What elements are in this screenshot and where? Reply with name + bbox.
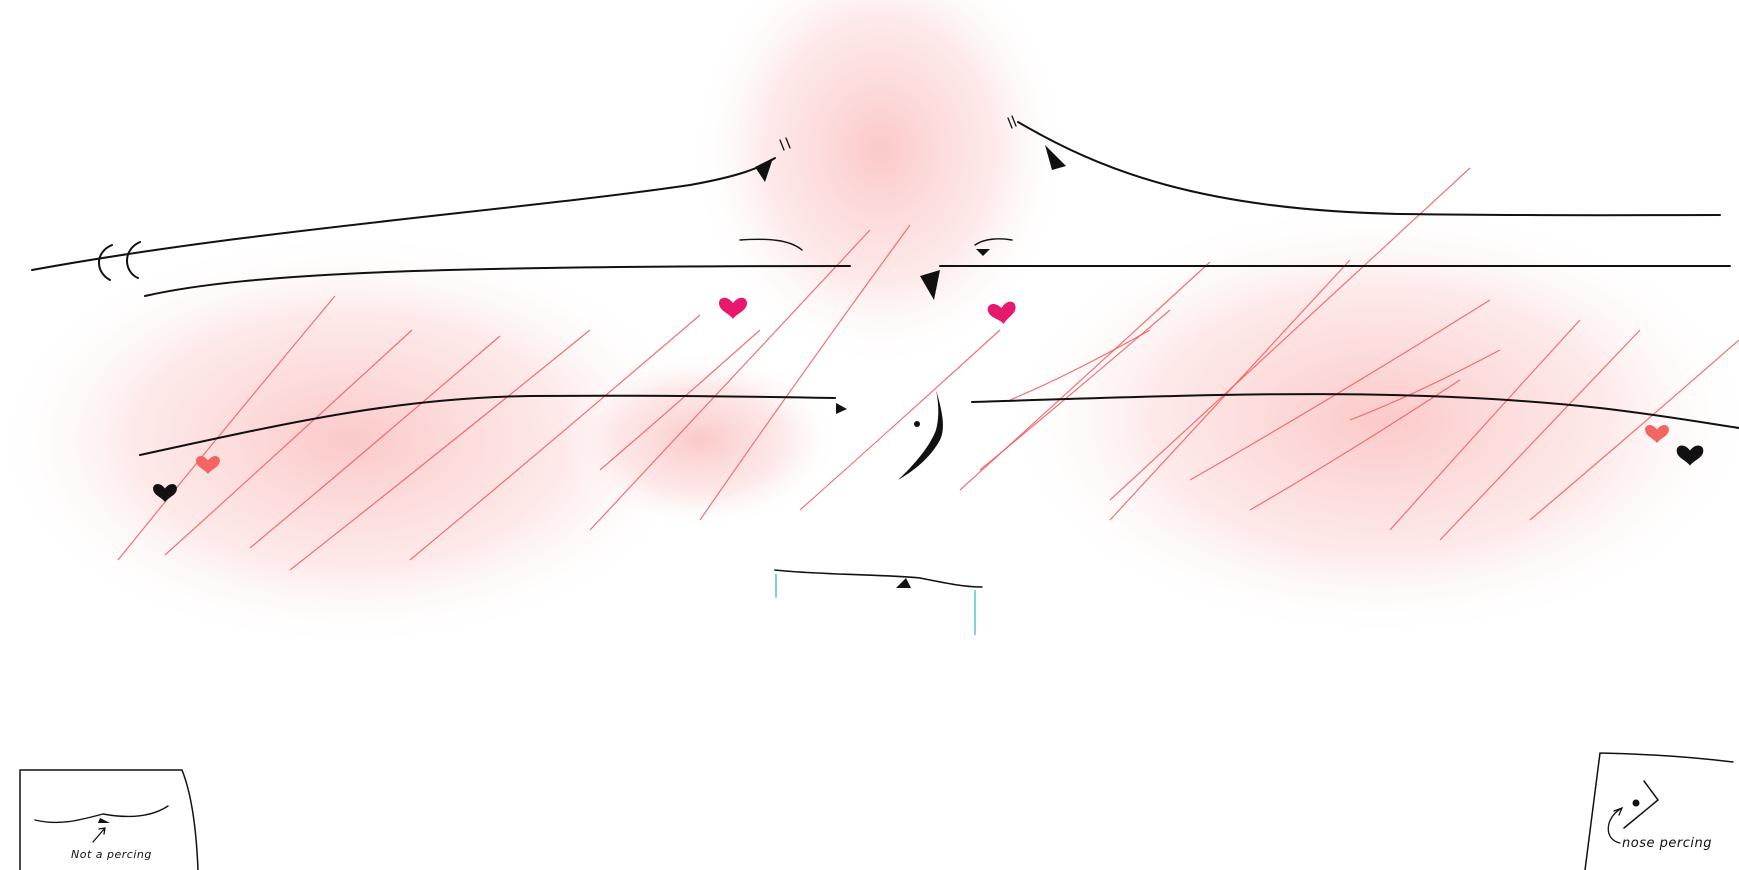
- nose-piercing-label: nose percing: [1622, 836, 1712, 851]
- blush-left-cheek: [0, 230, 710, 650]
- triangle-marks: [755, 145, 1066, 588]
- right-eye-lid: [974, 238, 1013, 246]
- scribble-line: [1349, 349, 1501, 421]
- left-cheek-line: [139, 394, 836, 456]
- triangle-mark: [896, 578, 911, 588]
- right-cheek-line: [971, 393, 1739, 429]
- blush-scribble-lines: [117, 167, 1739, 571]
- heart-magenta: [719, 297, 747, 319]
- scribble-line: [409, 314, 701, 561]
- left-eye-lid: [739, 238, 803, 251]
- scribble-line: [1109, 167, 1471, 501]
- scribble-line: [117, 295, 336, 561]
- scribble-line: [589, 229, 871, 531]
- curved-arrow-icon: [1607, 806, 1624, 844]
- right-eyebrow-ticks: [1007, 115, 1017, 129]
- scribble-line: [249, 335, 501, 549]
- left-eyebrow: [31, 157, 776, 271]
- ear-marks: [98, 241, 141, 281]
- scribble-line: [1439, 329, 1641, 541]
- nose: [898, 390, 943, 480]
- arrow-icon: [92, 827, 106, 843]
- triangle-mark: [1045, 145, 1066, 170]
- scribble-line: [1009, 329, 1151, 401]
- not-a-piercing-label: Not a percing: [71, 848, 152, 861]
- blush-right-cheek: [1000, 200, 1739, 640]
- left-note-box: [19, 769, 199, 870]
- right-note-box: [1584, 752, 1734, 870]
- scribble-line: [799, 329, 1001, 511]
- blush-forehead: [690, 0, 1070, 370]
- blush-areas: [0, 0, 1739, 650]
- nose-piercing-dot: [914, 421, 920, 427]
- triangle-mark: [920, 270, 940, 300]
- mouth: [774, 569, 983, 588]
- scribble-line: [289, 329, 591, 571]
- right-eyebrow: [1017, 121, 1721, 217]
- left-eye-line: [144, 265, 851, 297]
- scribble-line: [599, 329, 761, 471]
- triangle-mark: [755, 158, 773, 182]
- scribble-line: [164, 329, 413, 556]
- blush-nose: [560, 350, 840, 530]
- scribble-line: [699, 224, 911, 521]
- left-eyebrow-ticks: [779, 137, 791, 151]
- triangle-mark: [98, 818, 110, 823]
- triangle-mark: [976, 249, 990, 256]
- scribble-line: [1389, 319, 1581, 531]
- line-art: [31, 115, 1739, 635]
- scribble-line: [1529, 339, 1739, 521]
- scribble-line: [1249, 379, 1461, 511]
- scribble-line: [959, 261, 1211, 491]
- triangle-mark: [836, 403, 847, 414]
